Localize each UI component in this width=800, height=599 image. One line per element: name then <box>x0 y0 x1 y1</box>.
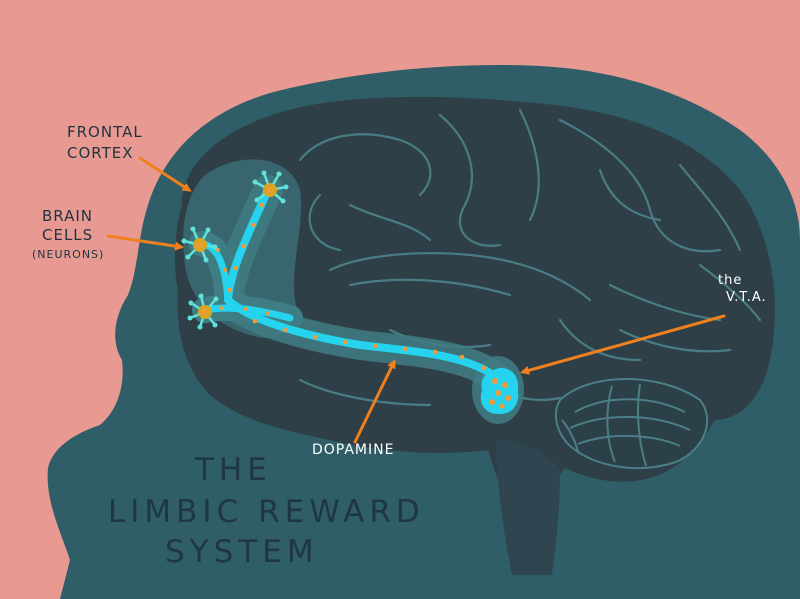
neuron-icon <box>181 226 218 263</box>
vta-icon <box>480 368 519 415</box>
arrow-icon <box>138 156 192 192</box>
title-line: SYSTEM <box>165 534 319 570</box>
vta-label: the V.T.A. <box>716 272 767 306</box>
cerebellum <box>554 378 709 470</box>
frontal-cortex-label-line: CORTEX <box>67 144 134 162</box>
neuron-icon <box>187 293 219 330</box>
brain-cells-label-line: CELLS <box>42 226 94 244</box>
frontal-cortex-label: FRONTAL CORTEX <box>67 122 143 164</box>
arrow-icon <box>520 314 726 375</box>
vta-label-line: the <box>718 273 743 288</box>
brain-cells-label-line: BRAIN <box>42 207 94 225</box>
arrow-icon <box>353 359 396 444</box>
brain-cells-label-line: (NEURONS) <box>32 248 105 261</box>
title-line: LIMBIC REWARD <box>108 494 425 530</box>
brain-folds <box>298 108 762 407</box>
brainstem <box>495 440 560 575</box>
brain-cells-label: BRAIN CELLS (NEURONS) <box>32 207 104 264</box>
frontal-cortex-label-line: FRONTAL <box>67 123 143 141</box>
dopamine-label: DOPAMINE <box>312 442 395 458</box>
vta-label-line: V.T.A. <box>726 290 767 305</box>
neuron-icon <box>252 170 289 204</box>
arrow-icon <box>106 234 184 251</box>
title-line: THE <box>195 452 272 488</box>
